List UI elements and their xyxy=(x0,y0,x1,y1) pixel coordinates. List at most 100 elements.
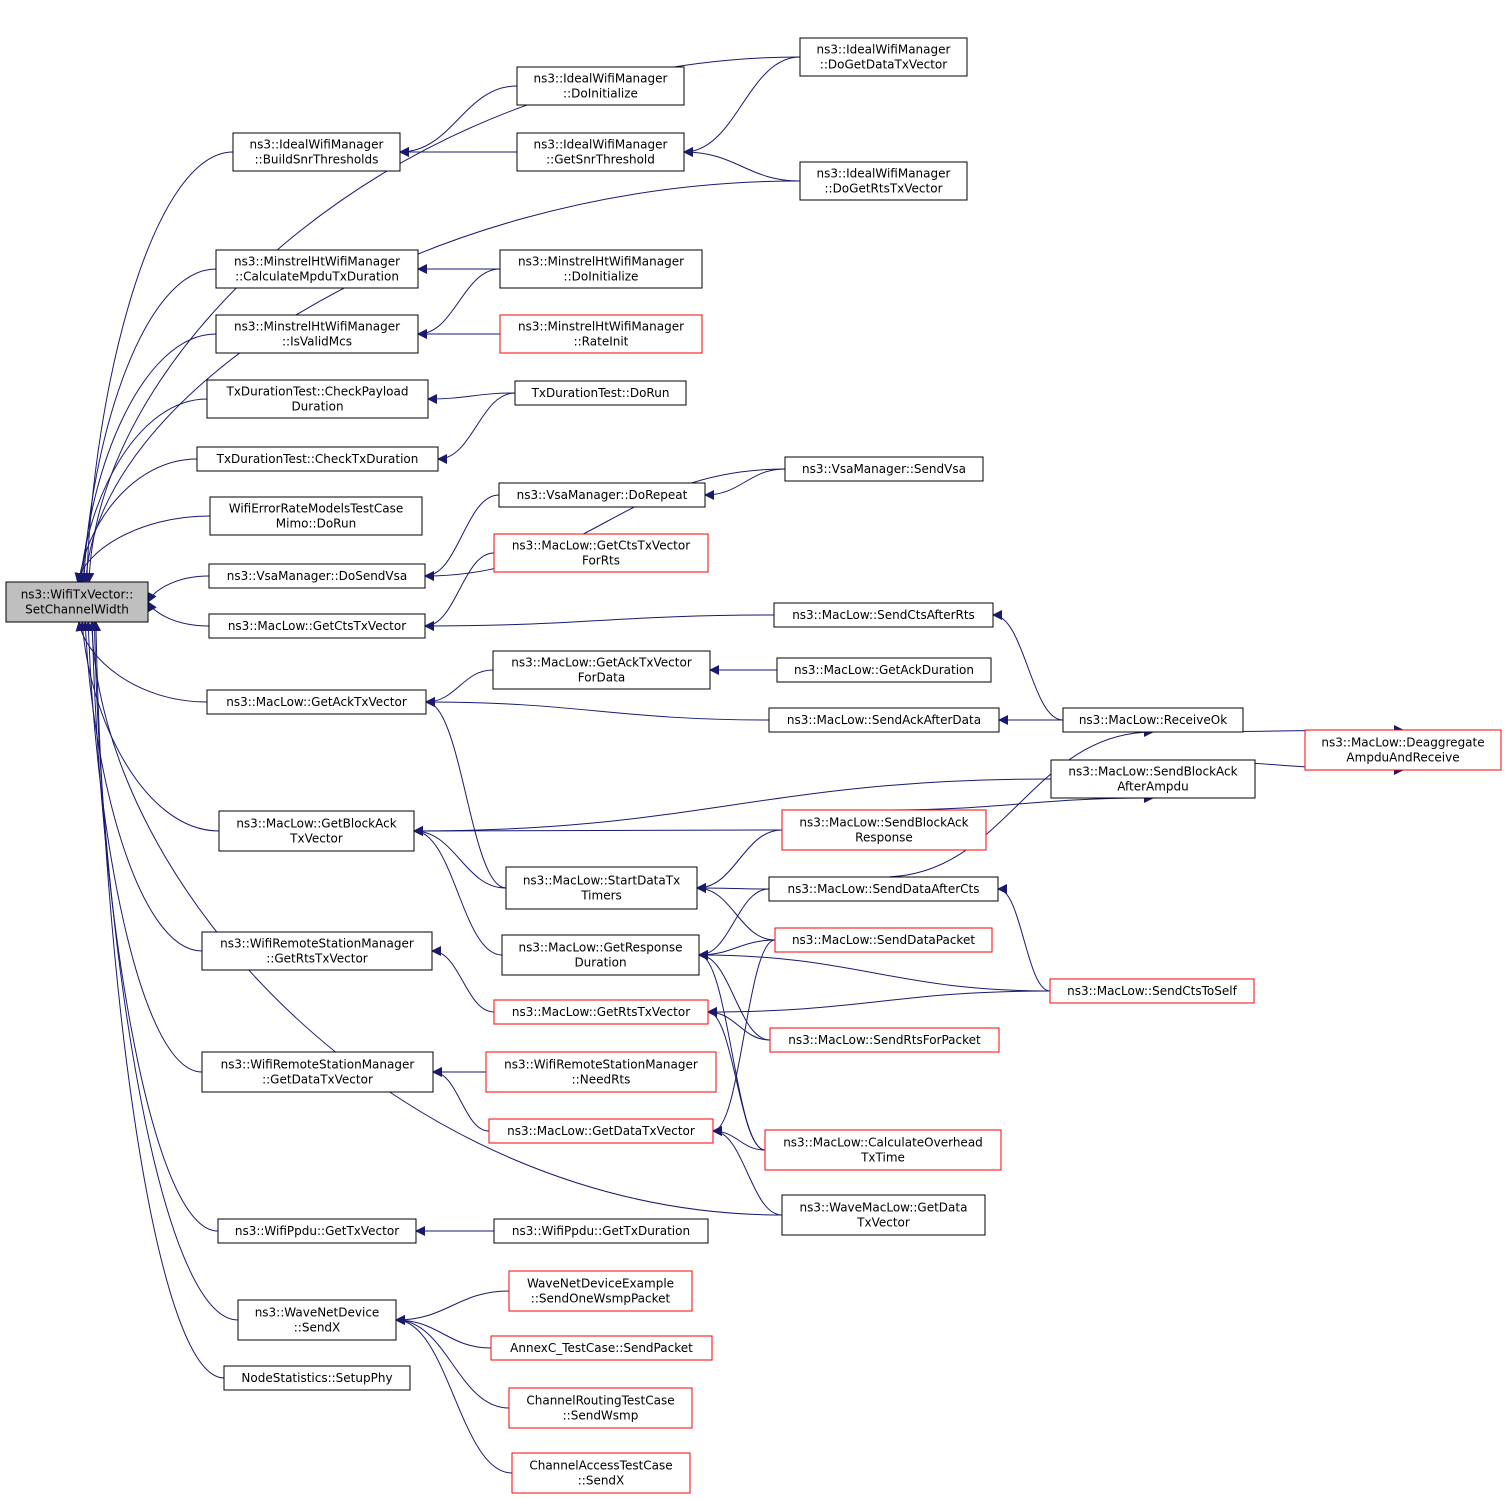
function-node[interactable]: TxDurationTest::CheckTxDuration xyxy=(196,446,439,472)
node-label: SetChannelWidth xyxy=(25,603,129,617)
function-node[interactable]: ns3::MacLow::GetAckTxVector xyxy=(206,689,427,715)
node-box xyxy=(206,689,427,715)
node-label: ::DoInitialize xyxy=(564,270,639,284)
node-box xyxy=(799,37,968,77)
node-box xyxy=(781,809,987,851)
node-label: ns3::MacLow::GetAckTxVector xyxy=(226,695,407,709)
edge-path xyxy=(696,883,770,894)
node-label: ::BuildSnrThresholds xyxy=(255,153,379,167)
function-node[interactable]: AnnexC_TestCase::SendPacket xyxy=(490,1335,713,1361)
node-label: ::SendX xyxy=(294,1321,341,1335)
node-box xyxy=(499,314,703,354)
node-box xyxy=(499,249,703,289)
call-edge xyxy=(707,1007,766,1151)
node-label: WaveNetDeviceExample xyxy=(527,1277,674,1291)
function-node[interactable]: ns3::WifiPpdu::GetTxVector xyxy=(217,1218,417,1244)
node-layer: ns3::WifiTxVector::SetChannelWidthns3::I… xyxy=(5,37,1502,1494)
function-node[interactable]: ns3::WaveMacLow::GetDataTxVector xyxy=(781,1194,986,1236)
node-label: ForData xyxy=(578,671,625,685)
function-node[interactable]: ns3::MacLow::SendCtsAfterRts xyxy=(773,602,994,628)
edge-path xyxy=(76,398,208,583)
call-edge xyxy=(698,888,770,960)
node-label: ns3::MinstrelHtWifiManager xyxy=(234,255,400,269)
function-node[interactable]: ns3::WifiPpdu::GetTxDuration xyxy=(493,1218,709,1244)
function-node[interactable]: ns3::MacLow::GetDataTxVector xyxy=(488,1118,714,1144)
edge-path xyxy=(696,829,783,893)
node-label: ns3::IdealWifiManager xyxy=(817,43,951,57)
node-label: AfterAmpdu xyxy=(1117,780,1189,794)
function-node[interactable]: ns3::MacLow::SendRtsForPacket xyxy=(769,1027,1000,1053)
node-label: ns3::IdealWifiManager xyxy=(250,138,384,152)
node-box xyxy=(768,876,999,902)
node-label: AmpduAndReceive xyxy=(1346,751,1459,765)
edge-path xyxy=(432,1067,490,1132)
node-label: TxDurationTest::CheckTxDuration xyxy=(216,452,419,466)
node-label: ns3::MacLow::GetCtsTxVector xyxy=(512,539,690,553)
node-box xyxy=(209,496,423,536)
call-edge xyxy=(413,826,507,889)
function-node[interactable]: ns3::MacLow::GetCtsTxVector xyxy=(208,613,426,639)
function-node[interactable]: TxDurationTest::DoRun xyxy=(514,380,687,406)
node-label: ForRts xyxy=(582,554,620,568)
function-node[interactable]: ns3::MinstrelHtWifiManager::DoInitialize xyxy=(499,249,703,289)
function-node[interactable]: ns3::MacLow::GetAckDuration xyxy=(776,657,992,683)
edge-path xyxy=(147,575,210,603)
edge-path xyxy=(712,939,776,1136)
function-node[interactable]: ns3::VsaManager::SendVsa xyxy=(784,456,984,482)
function-node[interactable]: ns3::IdealWifiManager::GetSnrThreshold xyxy=(516,132,685,172)
call-edge xyxy=(424,494,500,581)
function-node[interactable]: ns3::MinstrelHtWifiManager::RateInit xyxy=(499,314,703,354)
node-box xyxy=(485,1051,717,1093)
function-node[interactable]: ChannelRoutingTestCase::SendWsmp xyxy=(508,1387,693,1429)
call-edge xyxy=(683,56,801,157)
function-node[interactable]: WaveNetDeviceExample::SendOneWsmpPacket xyxy=(508,1270,693,1312)
function-node[interactable]: ns3::IdealWifiManager::DoGetDataTxVector xyxy=(799,37,968,77)
function-node[interactable]: NodeStatistics::SetupPhy xyxy=(223,1365,411,1391)
call-edge xyxy=(424,468,786,581)
function-node[interactable]: ns3::MacLow::ReceiveOk xyxy=(1062,707,1244,733)
node-label: ns3::WifiRemoteStationManager xyxy=(221,1058,415,1072)
function-node[interactable]: ns3::WifiRemoteStationManager::GetDataTx… xyxy=(201,1051,434,1093)
function-node[interactable]: ns3::MinstrelHtWifiManager::CalculateMpd… xyxy=(215,249,419,289)
node-label: ::GetSnrThreshold xyxy=(546,153,655,167)
function-node[interactable]: ns3::IdealWifiManager::DoInitialize xyxy=(516,66,685,106)
node-label: ns3::MacLow::GetDataTxVector xyxy=(507,1124,695,1138)
node-label: ns3::MacLow::SendDataPacket xyxy=(792,933,975,947)
function-node[interactable]: ns3::IdealWifiManager::BuildSnrThreshold… xyxy=(232,132,401,172)
node-label: ns3::WifiRemoteStationManager xyxy=(504,1058,698,1072)
call-edge xyxy=(147,601,210,627)
function-node[interactable]: ns3::VsaManager::DoSendVsa xyxy=(208,563,426,589)
function-node[interactable]: ns3::MacLow::SendAckAfterData xyxy=(768,707,1000,733)
edge-path xyxy=(698,950,771,1041)
call-edge xyxy=(424,614,775,631)
function-node[interactable]: ns3::WaveNetDevice::SendX xyxy=(237,1299,397,1341)
call-edge xyxy=(696,883,776,941)
function-node[interactable]: ns3::WifiRemoteStationManager::GetRtsTxV… xyxy=(201,931,433,971)
call-edge xyxy=(395,1290,510,1325)
function-node[interactable]: ns3::VsaManager::DoRepeat xyxy=(498,482,706,508)
function-node[interactable]: ns3::MacLow::SendDataPacket xyxy=(774,927,993,953)
call-edge xyxy=(883,793,1154,811)
function-node[interactable]: ns3::IdealWifiManager::DoGetRtsTxVector xyxy=(799,161,968,201)
function-node[interactable]: ns3::MacLow::GetRtsTxVector xyxy=(493,999,709,1025)
function-node[interactable]: ns3::MacLow::SendDataAfterCts xyxy=(768,876,999,902)
function-node[interactable]: ns3::MinstrelHtWifiManager::IsValidMcs xyxy=(215,314,419,354)
function-node[interactable]: ns3::MacLow::SendCtsToSelf xyxy=(1049,978,1255,1004)
function-node[interactable]: ChannelAccessTestCase::SendX xyxy=(511,1452,691,1494)
function-node[interactable]: ns3::WifiRemoteStationManager::NeedRts xyxy=(485,1051,717,1093)
node-label: ChannelAccessTestCase xyxy=(529,1459,672,1473)
node-label: TxVector xyxy=(856,1216,910,1230)
edge-path xyxy=(424,614,775,631)
node-label: ns3::MacLow::Deaggregate xyxy=(1321,736,1484,750)
